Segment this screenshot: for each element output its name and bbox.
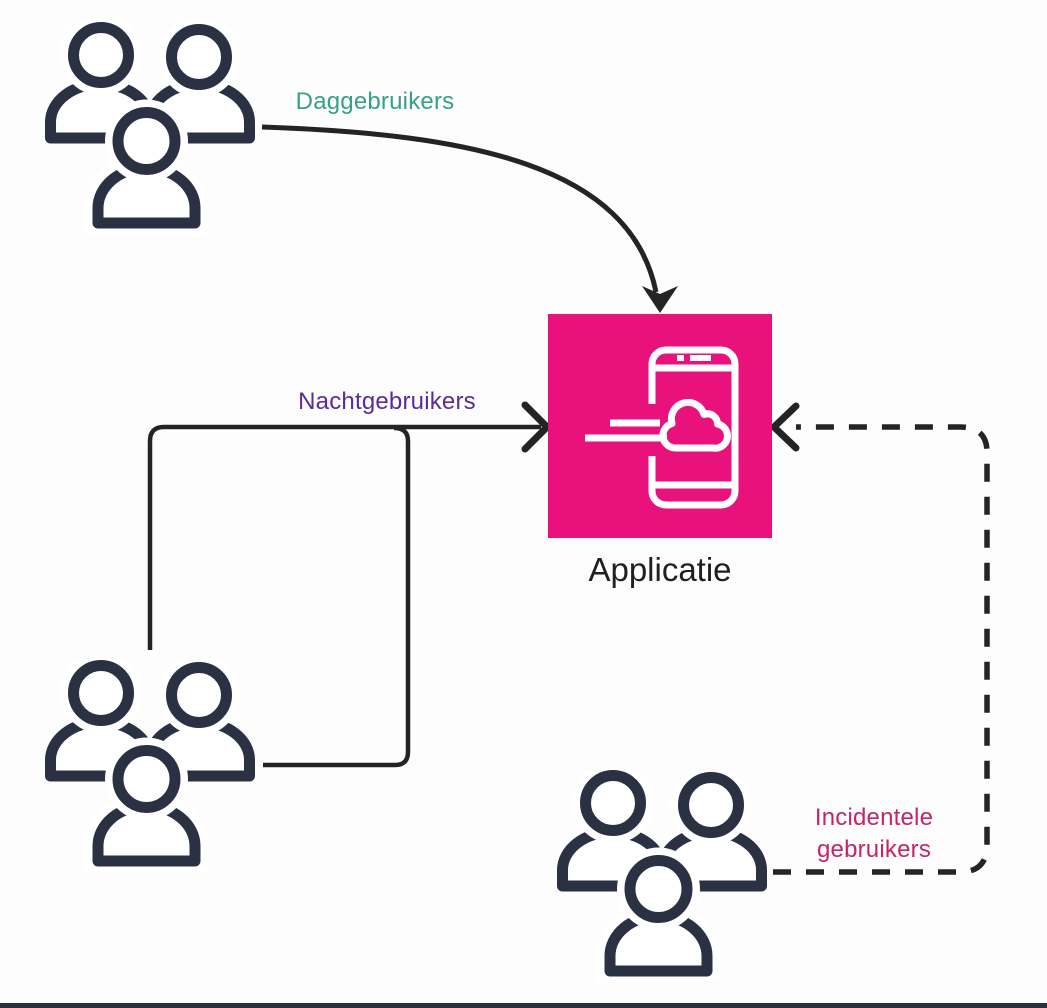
day-arrowhead-icon <box>642 286 678 313</box>
night-arrowhead-icon <box>521 401 551 453</box>
incidental-arrowhead-icon <box>770 402 800 452</box>
day-users-group-icon <box>45 22 255 234</box>
incidental-users-group-icon <box>557 770 767 982</box>
night-connector-branch <box>263 425 411 768</box>
night-edge-label: Nachtgebruikers <box>298 388 476 415</box>
incidental-edge-label: Incidentele gebruikers <box>774 802 974 866</box>
incidental-edge-label-line2: gebruikers <box>816 836 932 863</box>
day-curved-arrow <box>261 124 659 293</box>
night-users-group-icon <box>45 660 255 872</box>
incidental-edge-label-line1: Incidentele <box>814 804 934 831</box>
bottom-edge-bar <box>0 1003 1047 1008</box>
day-edge-label: Daggebruikers <box>295 88 455 115</box>
application-node-label: Applicatie <box>588 551 732 588</box>
night-connector-main <box>147 424 541 650</box>
application-node <box>548 314 772 538</box>
mobile-app-cloud-icon <box>585 346 739 509</box>
